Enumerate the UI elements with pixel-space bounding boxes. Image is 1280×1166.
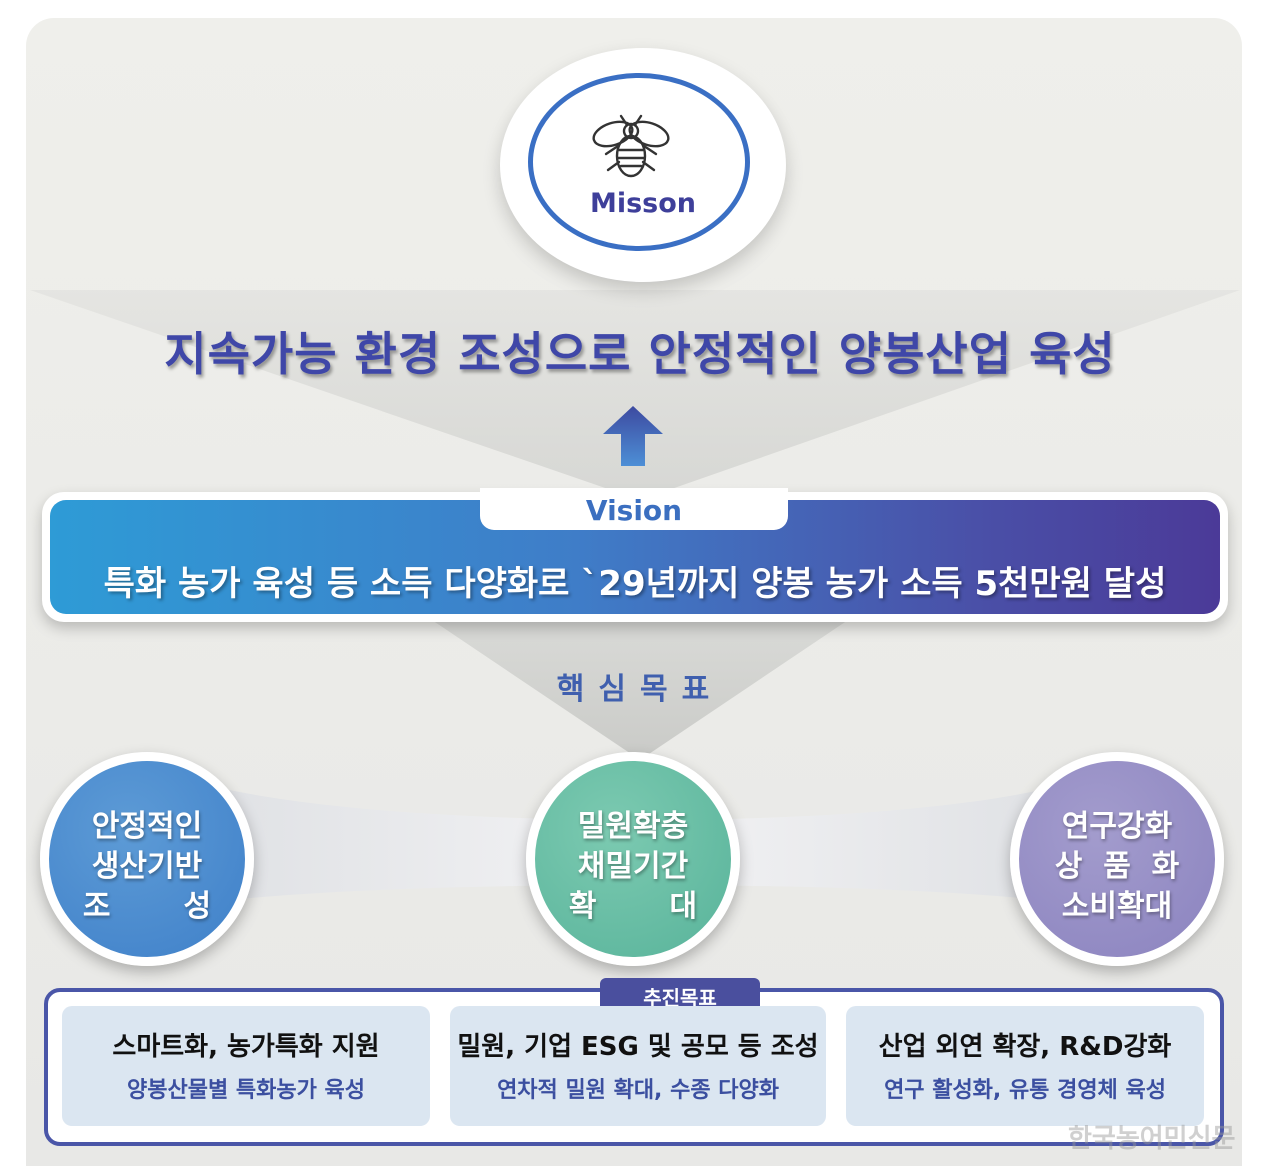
strategy-item-2: 밀원, 기업 ESG 및 공모 등 조성 연차적 밀원 확대, 수종 다양화 [450, 1006, 826, 1126]
mission-label: Misson [589, 188, 697, 219]
core-goal-line: 소비확대 [1061, 889, 1173, 924]
core-goal-1: 안정적인 생산기반 조 성 [40, 752, 254, 966]
core-goal-text: 연구강화 상 품 화 소비확대 [1019, 807, 1215, 927]
strategy-item-title: 스마트화, 농가특화 지원 [112, 1032, 380, 1062]
vision-statement: 특화 농가 육성 등 소득 다양화로 `29년까지 양봉 농가 소득 5천만원 … [103, 564, 1167, 604]
strategy-box: 추진목표 스마트화, 농가특화 지원 양봉산물별 특화농가 육성 밀원, 기업 … [44, 978, 1224, 1146]
strategy-item-title: 산업 외연 확장, R&D강화 [878, 1032, 1172, 1062]
core-goal-3: 연구강화 상 품 화 소비확대 [1010, 752, 1224, 966]
core-goal-line: 생산기반 [91, 849, 203, 884]
strategy-item-title: 밀원, 기업 ESG 및 공모 등 조성 [457, 1032, 819, 1062]
bee-icon [592, 114, 670, 178]
core-goal-text: 밀원확충 채밀기간 확 대 [535, 807, 731, 927]
arrow-up-icon [603, 406, 663, 466]
mission-ring [528, 73, 750, 251]
mission-funnel [30, 290, 1240, 500]
vision-funnel [420, 612, 860, 760]
vision-tab: Vision [480, 488, 788, 530]
core-goal-line: 확 대 [568, 889, 698, 924]
core-goal-line: 연구강화 [1061, 809, 1173, 844]
core-goal-2: 밀원확충 채밀기간 확 대 [526, 752, 740, 966]
strategy-item-sub: 연구 활성화, 유통 경영체 육성 [884, 1078, 1166, 1103]
core-goal-text: 안정적인 생산기반 조 성 [49, 807, 245, 927]
strategy-item-1: 스마트화, 농가특화 지원 양봉산물별 특화농가 육성 [62, 1006, 430, 1126]
strategy-item-sub: 연차적 밀원 확대, 수종 다양화 [497, 1078, 779, 1103]
mission-statement: 지속가능 환경 조성으로 안정적인 양봉산업 육성 [164, 327, 1116, 381]
strategy-item-sub: 양봉산물별 특화농가 육성 [127, 1078, 365, 1103]
core-goal-line: 상 품 화 [1054, 849, 1180, 884]
core-goal-line: 밀원확충 [577, 809, 689, 844]
mission-circle: Misson [500, 48, 786, 282]
core-goal-line: 안정적인 [91, 809, 203, 844]
core-goal-line: 채밀기간 [577, 849, 689, 884]
strategy-item-3: 산업 외연 확장, R&D강화 연구 활성화, 유통 경영체 육성 [846, 1006, 1204, 1126]
core-goal-line: 조 성 [82, 889, 212, 924]
vision-label: Vision [585, 494, 683, 527]
watermark: 한국농어민신문 [1068, 1124, 1236, 1154]
vision-bar: 특화 농가 육성 등 소득 다양화로 `29년까지 양봉 농가 소득 5천만원 … [42, 488, 1228, 622]
core-goals-title: 핵심목표 [556, 672, 724, 707]
